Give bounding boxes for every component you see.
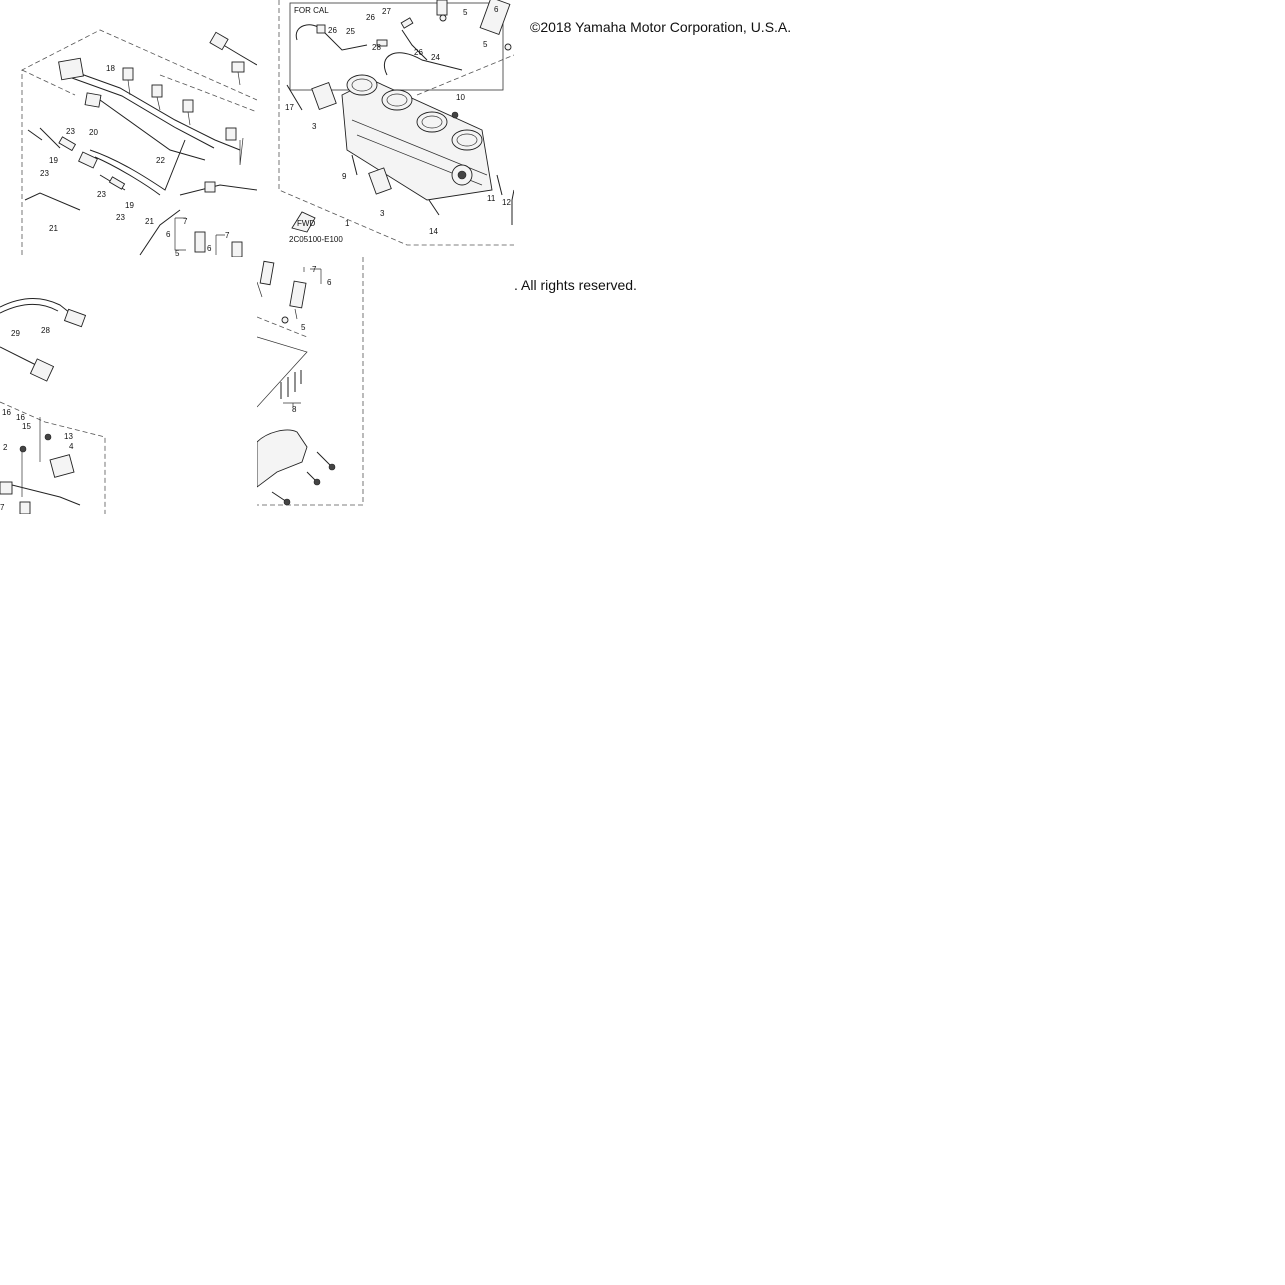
callout-7a: 7 — [183, 217, 188, 226]
callout-28b: 28 — [41, 326, 50, 335]
callout-4: 4 — [69, 442, 74, 451]
callout-5c: 5 — [483, 40, 488, 49]
throttle-body-drawing: FOR CAL FWD 2C05100-E100 26 27 26 25 28 … — [278, 0, 514, 246]
callout-23a: 23 — [66, 127, 75, 136]
fwd-arrow-icon — [291, 211, 316, 233]
callout-15: 15 — [22, 422, 31, 431]
callout-19a: 19 — [49, 156, 58, 165]
callout-28a: 28 — [372, 43, 381, 52]
callout-16b: 16 — [16, 413, 25, 422]
callout-10: 10 — [456, 93, 465, 102]
callout-21b: 21 — [49, 224, 58, 233]
rights-notice: . All rights reserved. — [514, 277, 637, 293]
diagram-tile-harness: 18 23 20 19 23 22 23 19 23 21 21 7 6 7 6… — [0, 0, 257, 257]
harness-drawing: 18 23 20 19 23 22 23 19 23 21 21 7 6 7 6… — [21, 29, 257, 257]
callout-18: 18 — [106, 64, 115, 73]
callout-2: 2 — [3, 443, 8, 452]
callout-19b: 19 — [125, 201, 134, 210]
callout-7d: 7 — [312, 265, 317, 274]
callout-3b: 3 — [380, 209, 385, 218]
callout-16a: 16 — [2, 408, 11, 417]
callout-23b: 23 — [40, 169, 49, 178]
for-cal-label: FOR CAL — [294, 6, 329, 15]
callout-6-right: 6 — [327, 278, 332, 287]
callout-11: 11 — [487, 194, 496, 203]
callout-5a: 5 — [175, 249, 180, 257]
diagram-tile-throttle-body: FOR CAL FWD 2C05100-E100 26 27 26 25 28 … — [257, 0, 514, 257]
callout-6c: 6 — [494, 5, 499, 14]
callout-25: 25 — [346, 27, 355, 36]
fwd-label: FWD — [297, 219, 315, 228]
callout-6b: 6 — [207, 244, 212, 253]
callout-3a: 3 — [312, 122, 317, 131]
injectors-drawing: 7 6 5 8 — [257, 257, 364, 506]
callout-26b: 26 — [328, 26, 337, 35]
callout-13: 13 — [64, 432, 73, 441]
callout-23c: 23 — [97, 190, 106, 199]
callout-7b: 7 — [225, 231, 230, 240]
diagram-tile-injectors: 7 6 5 8 — [257, 257, 514, 514]
diagram-tile-fuel-rail: 29 28 16 16 15 13 2 4 7 — [0, 257, 257, 514]
callout-12: 12 — [502, 198, 511, 207]
callout-9: 9 — [342, 172, 347, 181]
fuel-rail-drawing: 29 28 16 16 15 13 2 4 7 — [0, 297, 106, 514]
callout-14: 14 — [429, 227, 438, 236]
callout-26c: 26 — [414, 48, 423, 57]
callout-23d: 23 — [116, 213, 125, 222]
callout-5b: 5 — [463, 8, 468, 17]
callout-5d: 5 — [301, 323, 306, 332]
copyright-notice: ©2018 Yamaha Motor Corporation, U.S.A. — [530, 19, 792, 35]
callout-1: 1 — [345, 219, 350, 228]
callout-20: 20 — [89, 128, 98, 137]
throttle-body-assembly — [341, 74, 493, 201]
callout-7c: 7 — [0, 503, 5, 512]
callout-26a: 26 — [366, 13, 375, 22]
callout-22: 22 — [156, 156, 165, 165]
callout-6a: 6 — [166, 230, 171, 239]
callout-27: 27 — [382, 7, 391, 16]
callout-8: 8 — [292, 405, 297, 414]
diagram-code: 2C05100-E100 — [289, 235, 343, 244]
callout-21a: 21 — [145, 217, 154, 226]
callout-17: 17 — [285, 103, 294, 112]
callout-24: 24 — [431, 53, 440, 62]
callout-29: 29 — [11, 329, 20, 338]
